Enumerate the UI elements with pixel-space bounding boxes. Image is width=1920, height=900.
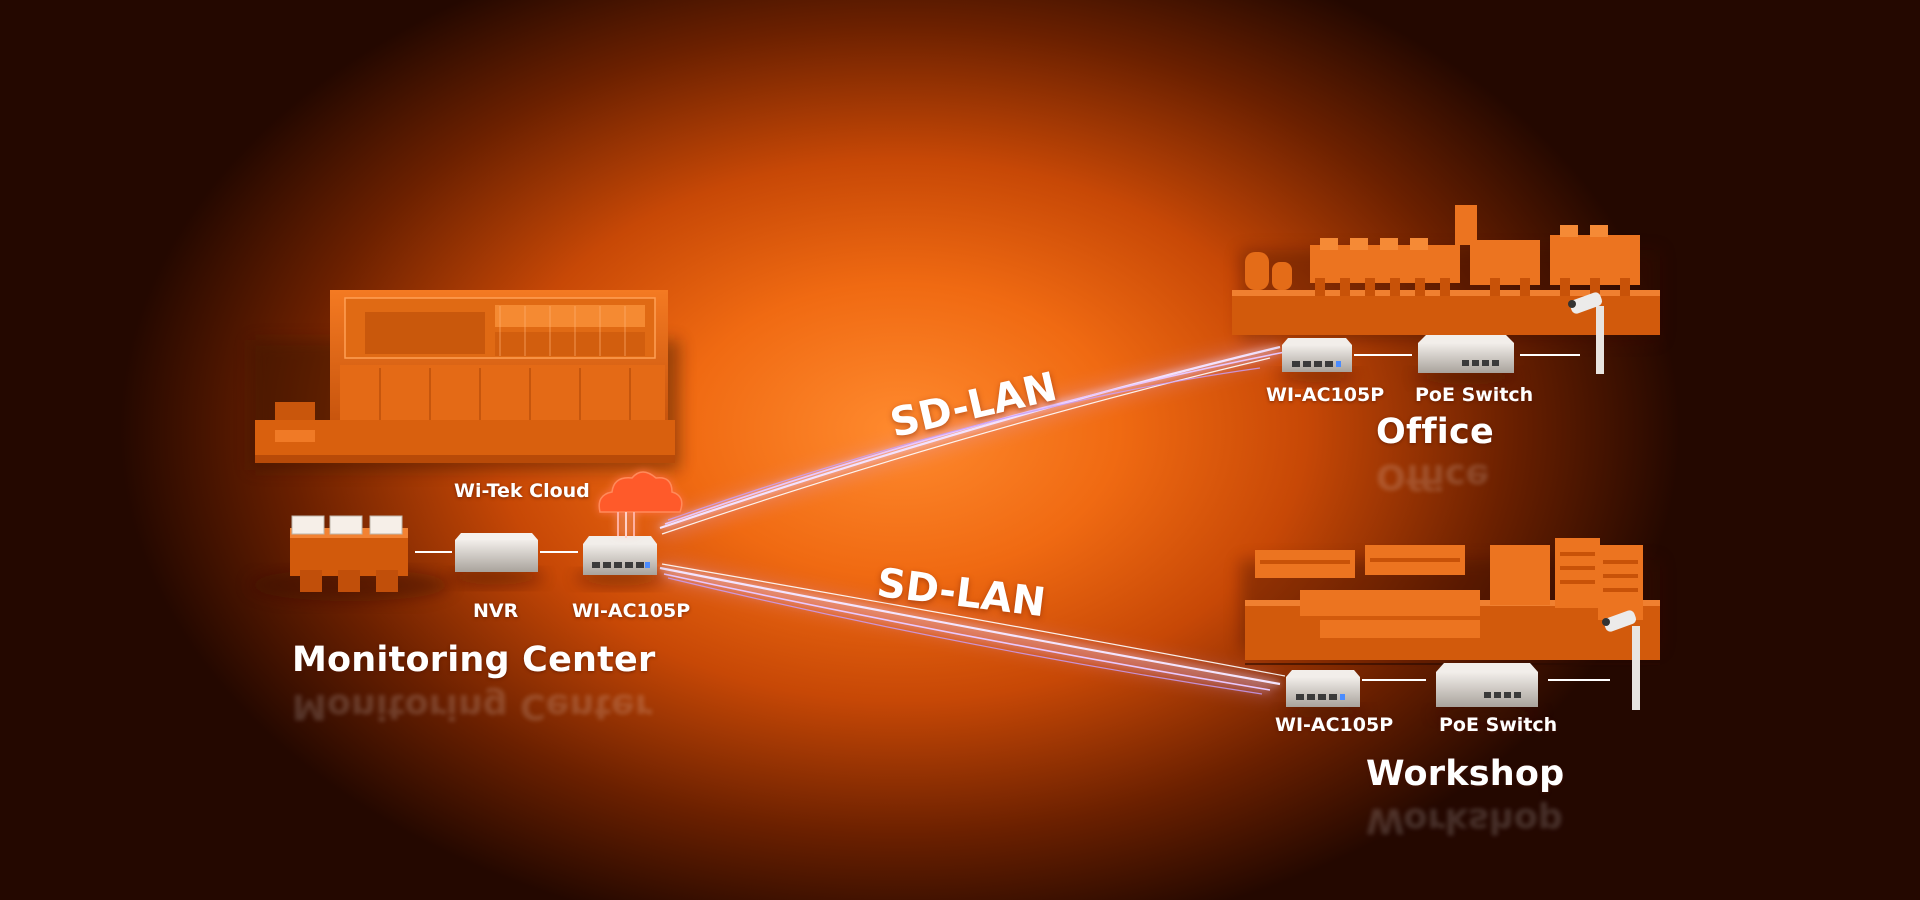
workshop-reflection: Workshop [1366, 800, 1563, 840]
workshop-title: Workshop [1366, 754, 1565, 794]
sd-lan-link-bottom [658, 563, 1286, 695]
workshop-switch-device [1433, 663, 1541, 722]
monitoring-building [250, 290, 680, 470]
office-furniture [1232, 205, 1660, 340]
monitoring-center-title: Monitoring Center [292, 640, 656, 680]
office-camera-icon [1568, 292, 1604, 374]
cloud-label: Wi-Tek Cloud [454, 480, 590, 502]
office-router-device [1277, 338, 1357, 383]
office-reflection: Office [1376, 456, 1490, 496]
sd-lan-link-top [657, 343, 1286, 537]
workshop-camera-icon [1602, 610, 1640, 710]
mc-router-label: WI-AC105P [572, 600, 691, 622]
monitoring-desks [250, 515, 450, 601]
cloud-icon [598, 471, 683, 538]
workshop-router-device [1282, 670, 1366, 719]
office-router-label: WI-AC105P [1266, 384, 1385, 406]
office-switch-device [1414, 335, 1518, 385]
workshop-router-label: WI-AC105P [1275, 714, 1394, 736]
nvr-label: NVR [473, 600, 519, 622]
office-switch-label: PoE Switch [1415, 384, 1534, 406]
workshop-switch-label: PoE Switch [1439, 714, 1558, 736]
nvr-device [448, 533, 544, 585]
mc-router-device [575, 536, 665, 586]
monitoring-center-reflection: Monitoring Center [292, 686, 653, 726]
workshop-machinery [1240, 538, 1660, 665]
office-title: Office [1376, 412, 1494, 452]
